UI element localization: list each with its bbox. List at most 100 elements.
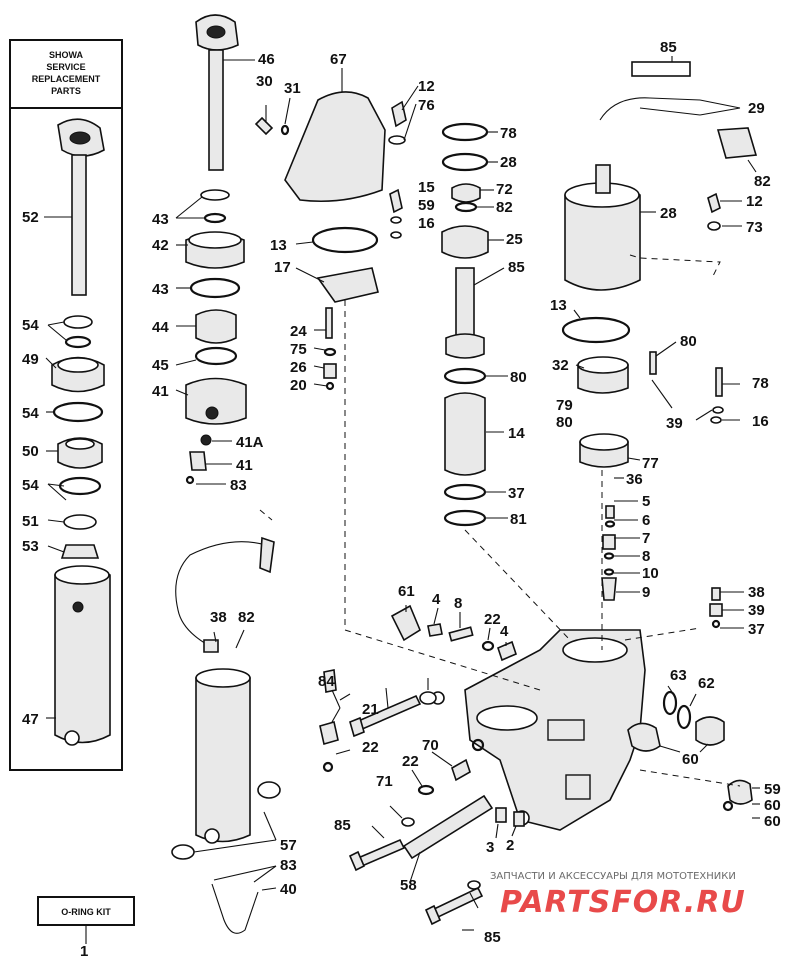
callout-label: 6 [642, 512, 650, 529]
callout-label: 16 [752, 413, 769, 430]
callout-label: 80 [510, 369, 527, 386]
callout-label: 28 [500, 154, 517, 171]
trim-cylinder-part [54, 565, 111, 746]
callout-label: 15 [418, 179, 435, 196]
tilt-rod-part [57, 118, 105, 296]
callout-label: 39 [666, 415, 683, 432]
callout-label: 37 [508, 485, 525, 502]
callout-label: 22 [484, 611, 501, 628]
callout-label: 5 [642, 493, 650, 510]
callout-label: 85 [508, 259, 525, 276]
kit-box-line-2: SERVICE [46, 62, 85, 72]
callout-label: 22 [362, 739, 379, 756]
callout-label: 76 [418, 97, 435, 114]
callout-label: 14 [508, 425, 525, 442]
callout-label: 41 [152, 383, 169, 400]
callout-label: 59 [418, 197, 435, 214]
callout-label: 63 [670, 667, 687, 684]
callout-label: 7 [642, 530, 650, 547]
callout-label: 80 [556, 414, 573, 431]
callout-label: 43 [152, 281, 169, 298]
callout-label: 82 [754, 173, 771, 190]
column-four-parts [441, 122, 489, 527]
callout-label: 38 [748, 584, 765, 601]
callout-label: 51 [22, 513, 39, 530]
callout-label: 83 [280, 857, 297, 874]
callout-label: 8 [642, 548, 650, 565]
callout-label: 4 [500, 623, 509, 640]
callout-label: 84 [318, 673, 335, 690]
callout-label: 40 [280, 881, 297, 898]
callout-label: 70 [422, 737, 439, 754]
kit-box-line-3: REPLACEMENT [32, 74, 101, 84]
callout-label: 4 [432, 591, 441, 608]
callout-label: 77 [642, 455, 659, 472]
oring-kit-label: O-RING KIT [61, 907, 111, 917]
callout-label: 38 [210, 609, 227, 626]
callout-label: 52 [22, 209, 39, 226]
watermark-caption: ЗАПЧАСТИ И АКСЕССУАРЫ ДЛЯ МОТОТЕХНИКИ [490, 871, 736, 882]
callout-label: 53 [22, 538, 39, 555]
callout-label: 50 [22, 443, 39, 460]
callout-label: 42 [152, 237, 169, 254]
callout-label: 30 [256, 73, 273, 90]
callout-label: 54 [22, 405, 39, 422]
pump-housing-part [464, 629, 646, 831]
callout-label: 10 [642, 565, 659, 582]
column-three-parts [254, 91, 407, 391]
callout-label: 13 [550, 297, 567, 314]
callout-label: 54 [22, 477, 39, 494]
watermark: ЗАПЧАСТИ И АКСЕССУАРЫ ДЛЯ МОТОТЕХНИКИ PA… [490, 871, 745, 920]
callout-label: 21 [362, 701, 379, 718]
oring-kit-box: O-RING KIT [37, 896, 135, 944]
callout-label: 32 [552, 357, 569, 374]
callout-label: 46 [258, 51, 275, 68]
callout-label: 26 [290, 359, 307, 376]
callout-label: 78 [500, 125, 517, 142]
callout-labels: 52 54 49 54 50 54 51 53 47 46 30 31 67 4… [22, 39, 781, 960]
callout-label: 60 [764, 797, 781, 814]
callout-label: 62 [698, 675, 715, 692]
callout-label: 75 [290, 341, 307, 358]
callout-label: 2 [506, 837, 514, 854]
callout-label: 13 [270, 237, 287, 254]
callout-label: 24 [290, 323, 307, 340]
callout-label: 67 [330, 51, 347, 68]
callout-label: 58 [400, 877, 417, 894]
callout-label: 44 [152, 319, 169, 336]
callout-label: 78 [752, 375, 769, 392]
callout-label: 45 [152, 357, 169, 374]
column-two-parts [171, 14, 281, 934]
callout-label: 81 [510, 511, 527, 528]
callout-label: 37 [748, 621, 765, 638]
callout-label: 41 [236, 457, 253, 474]
callout-label: 47 [22, 711, 39, 728]
callout-label: 9 [642, 584, 650, 601]
callout-label: 43 [152, 211, 169, 228]
callout-label: 25 [506, 231, 523, 248]
callout-label: 22 [402, 753, 419, 770]
callout-label: 28 [660, 205, 677, 222]
callout-label: 59 [764, 781, 781, 798]
kit-box-line-1: SHOWA [49, 50, 84, 60]
callout-label: 79 [556, 397, 573, 414]
valve-parts [319, 604, 753, 827]
callout-label: 16 [418, 215, 435, 232]
callout-label: 61 [398, 583, 415, 600]
callout-label: 80 [680, 333, 697, 350]
motor-assembly-parts [561, 61, 758, 629]
callout-label: 3 [486, 839, 494, 856]
callout-label: 83 [230, 477, 247, 494]
callout-label: 60 [682, 751, 699, 768]
callout-label: 49 [22, 351, 39, 368]
callout-label: 29 [748, 100, 765, 117]
callout-label: 71 [376, 773, 393, 790]
kit-box-line-4: PARTS [51, 86, 81, 96]
callout-label: 31 [284, 80, 301, 97]
callout-label: 82 [496, 199, 513, 216]
callout-label: 85 [484, 929, 501, 946]
callout-label: 12 [746, 193, 763, 210]
callout-label: 1 [80, 943, 88, 960]
